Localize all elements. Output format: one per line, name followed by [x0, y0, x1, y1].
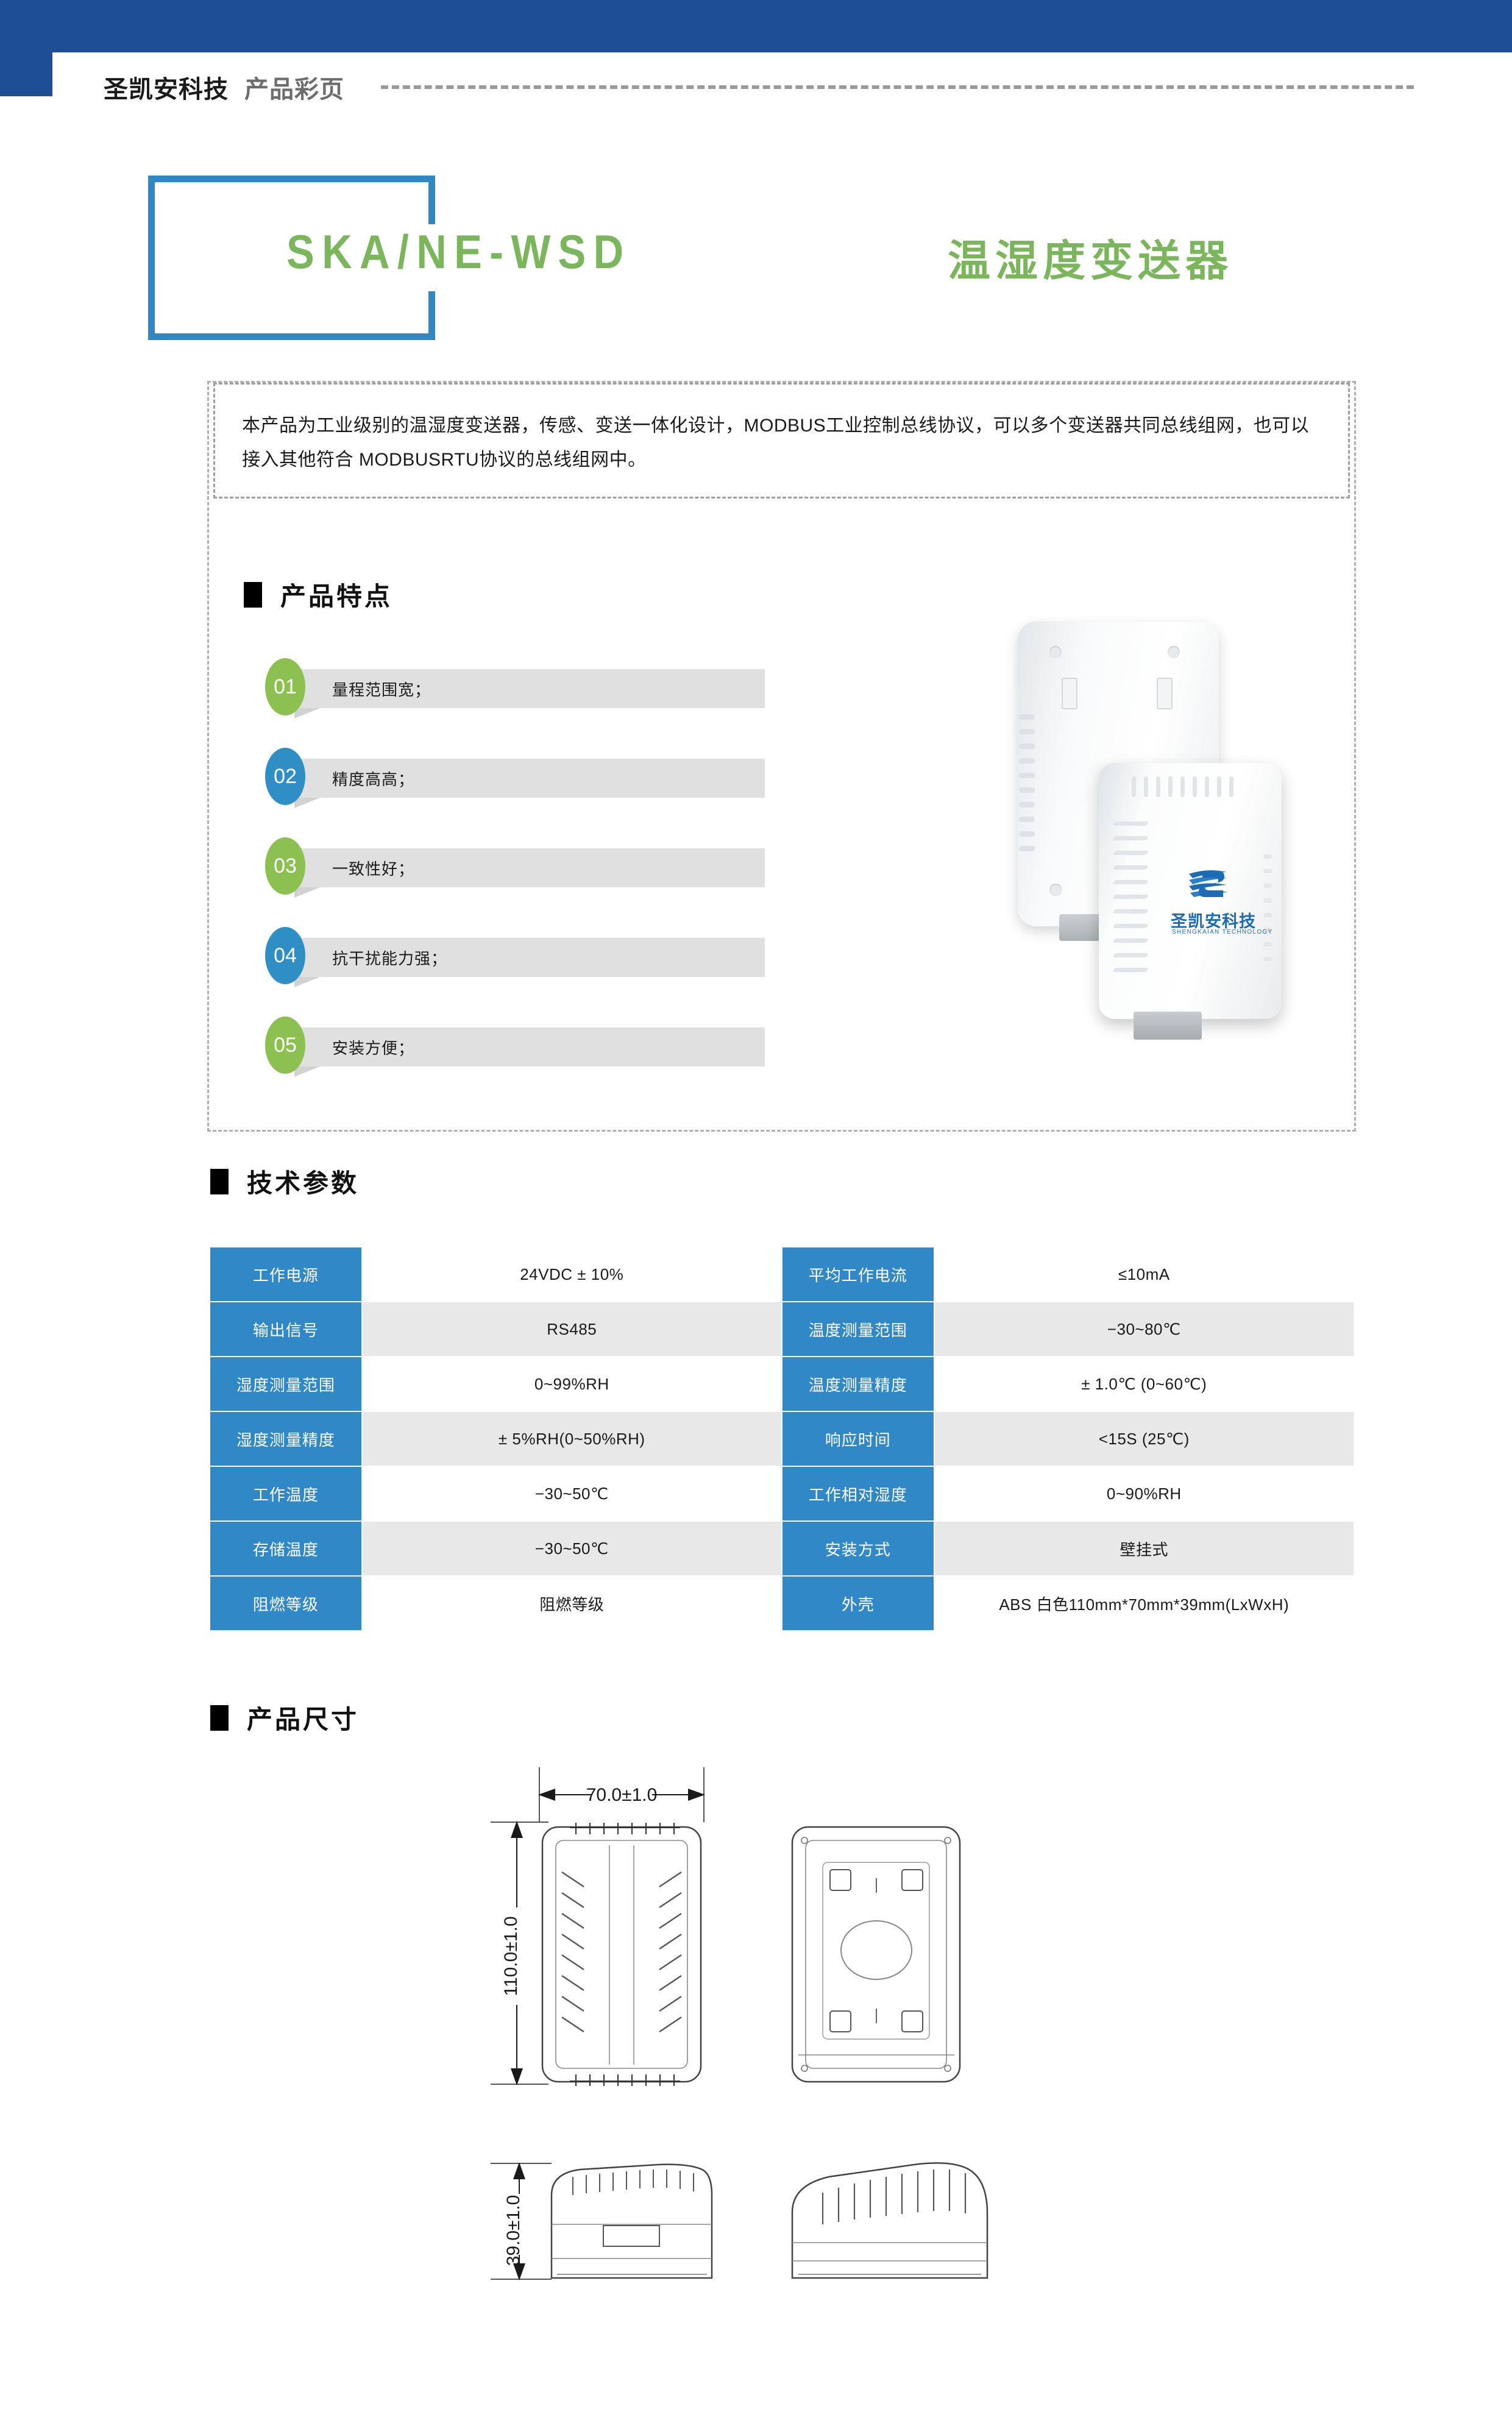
table-row: 阻燃等级 阻燃等级 外壳 ABS 白色110mm*70mm*39mm(LxWxH…	[209, 1575, 1355, 1631]
feature-number-badge: 04	[265, 927, 305, 984]
feature-number-badge: 05	[265, 1016, 305, 1074]
list-item: 抗干扰能力强； 04	[241, 927, 777, 987]
spec-value: ± 5%RH(0~50%RH)	[361, 1411, 783, 1467]
spec-value: 0~99%RH	[361, 1356, 783, 1412]
company-logo-icon	[1189, 870, 1228, 897]
spec-key: 外壳	[781, 1575, 935, 1631]
spec-key: 工作相对湿度	[781, 1466, 935, 1522]
spec-key: 响应时间	[781, 1411, 935, 1467]
spec-value: 壁挂式	[933, 1520, 1355, 1577]
feature-text: 精度高高；	[332, 770, 415, 789]
device-front-housing: 圣凯安科技 SHENGKAIAN TECHNOLOGY	[1099, 763, 1282, 1019]
spec-value: <15S (25℃)	[933, 1411, 1355, 1467]
feature-text: 一致性好；	[332, 859, 415, 878]
spec-value: 0~90%RH	[933, 1466, 1355, 1522]
spec-value: ± 1.0℃ (0~60℃)	[933, 1356, 1355, 1412]
header-title-row: 圣凯安科技 产品彩页	[104, 66, 1414, 108]
spec-key: 湿度测量精度	[209, 1411, 363, 1467]
list-item: 一致性好； 03	[241, 837, 777, 897]
table-row: 工作电源 24VDC ± 10% 平均工作电流 ≤10mA	[209, 1246, 1355, 1302]
spec-key: 输出信号	[209, 1301, 363, 1357]
title-zone	[0, 176, 1512, 346]
list-item: 安装方便； 05	[241, 1016, 777, 1076]
feature-text: 抗干扰能力强；	[332, 949, 448, 968]
table-row: 湿度测量精度 ± 5%RH(0~50%RH) 响应时间 <15S (25℃)	[209, 1411, 1355, 1467]
spec-value: −30~50℃	[361, 1520, 783, 1577]
feature-list: 量程范围宽； 01 精度高高； 02 一致性好； 03 抗干扰能力强； 04 安…	[241, 658, 777, 1106]
section-heading-dimensions: 产品尺寸	[210, 1699, 359, 1736]
feature-bar: 抗干扰能力强；	[294, 938, 765, 977]
logo-text-en: SHENGKAIAN TECHNOLOGY	[1172, 929, 1273, 935]
feature-bar: 精度高高；	[294, 759, 765, 798]
header-dashed-rule	[381, 85, 1414, 89]
section-title-text: 产品尺寸	[247, 1705, 360, 1734]
feature-bar: 量程范围宽；	[294, 669, 765, 708]
header-corner-block	[0, 0, 52, 96]
specifications-table: 工作电源 24VDC ± 10% 平均工作电流 ≤10mA 输出信号 RS485…	[209, 1246, 1355, 1631]
spec-value: −30~80℃	[933, 1301, 1355, 1357]
title-bracket-decoration	[148, 176, 435, 340]
spec-key: 平均工作电流	[781, 1246, 935, 1302]
spec-value: 24VDC ± 10%	[361, 1246, 783, 1302]
feature-number-badge: 01	[265, 658, 305, 715]
spec-key: 阻燃等级	[209, 1575, 363, 1631]
table-row: 工作温度 −30~50℃ 工作相对湿度 0~90%RH	[209, 1466, 1355, 1522]
square-bullet-icon	[210, 1168, 229, 1194]
section-heading-features: 产品特点	[244, 576, 392, 613]
spec-key: 温度测量范围	[781, 1301, 935, 1357]
brochure-label: 产品彩页	[244, 76, 344, 103]
spec-key: 温度测量精度	[781, 1356, 935, 1412]
feature-bar: 一致性好；	[294, 848, 765, 887]
brand-name: 圣凯安科技	[104, 76, 229, 103]
spec-value: ABS 白色110mm*70mm*39mm(LxWxH)	[933, 1575, 1355, 1631]
logo-text-cn: 圣凯安科技	[1171, 912, 1256, 931]
section-title-text: 产品特点	[280, 582, 393, 611]
list-item: 量程范围宽； 01	[241, 658, 777, 718]
section-heading-specs: 技术参数	[210, 1163, 359, 1200]
spec-key: 湿度测量范围	[209, 1356, 363, 1412]
feature-bar: 安装方便；	[294, 1027, 765, 1066]
list-item: 精度高高； 02	[241, 748, 777, 807]
section-title-text: 技术参数	[247, 1169, 360, 1197]
feature-text: 安装方便；	[332, 1038, 415, 1057]
table-row: 输出信号 RS485 温度测量范围 −30~80℃	[209, 1301, 1355, 1357]
square-bullet-icon	[210, 1705, 229, 1731]
feature-number-badge: 02	[265, 748, 305, 805]
header-blue-bar	[0, 0, 1512, 52]
dimension-drawing-svg: 70.0±1.0 110.0±1.0	[491, 1767, 988, 2280]
spec-value: −30~50℃	[361, 1466, 783, 1522]
intro-paragraph: 本产品为工业级别的温湿度变送器，传感、变送一体化设计，MODBUS工业控制总线协…	[242, 416, 1310, 470]
features-outer-dashed-box	[207, 381, 1356, 1132]
spec-value: ≤10mA	[933, 1246, 1355, 1302]
spec-value: RS485	[361, 1301, 783, 1357]
product-name-title: 温湿度变送器	[948, 237, 1233, 285]
product-model-title: SKA/NE-WSD	[286, 225, 631, 279]
dimension-drawing: 70.0±1.0 110.0±1.0	[427, 1743, 1188, 2358]
spec-key: 工作电源	[209, 1246, 363, 1302]
feature-number-badge: 03	[265, 837, 305, 895]
spec-key: 存储温度	[209, 1520, 363, 1577]
product-photo: 圣凯安科技 SHENGKAIAN TECHNOLOGY	[951, 609, 1371, 1048]
spec-key: 工作温度	[209, 1466, 363, 1522]
dim-depth-label: 39.0±1.0	[503, 2195, 524, 2266]
spec-key: 安装方式	[781, 1520, 935, 1577]
intro-dashed-box: 本产品为工业级别的温湿度变送器，传感、变送一体化设计，MODBUS工业控制总线协…	[213, 383, 1350, 498]
feature-text: 量程范围宽；	[332, 680, 431, 699]
square-bullet-icon	[244, 581, 262, 608]
dim-width-label: 70.0±1.0	[586, 1785, 658, 1805]
device-front-connector	[1134, 1012, 1202, 1040]
table-row: 存储温度 −30~50℃ 安装方式 壁挂式	[209, 1520, 1355, 1577]
dim-height-label: 110.0±1.0	[501, 1916, 521, 1996]
spec-value: 阻燃等级	[361, 1575, 783, 1631]
table-row: 湿度测量范围 0~99%RH 温度测量精度 ± 1.0℃ (0~60℃)	[209, 1356, 1355, 1412]
